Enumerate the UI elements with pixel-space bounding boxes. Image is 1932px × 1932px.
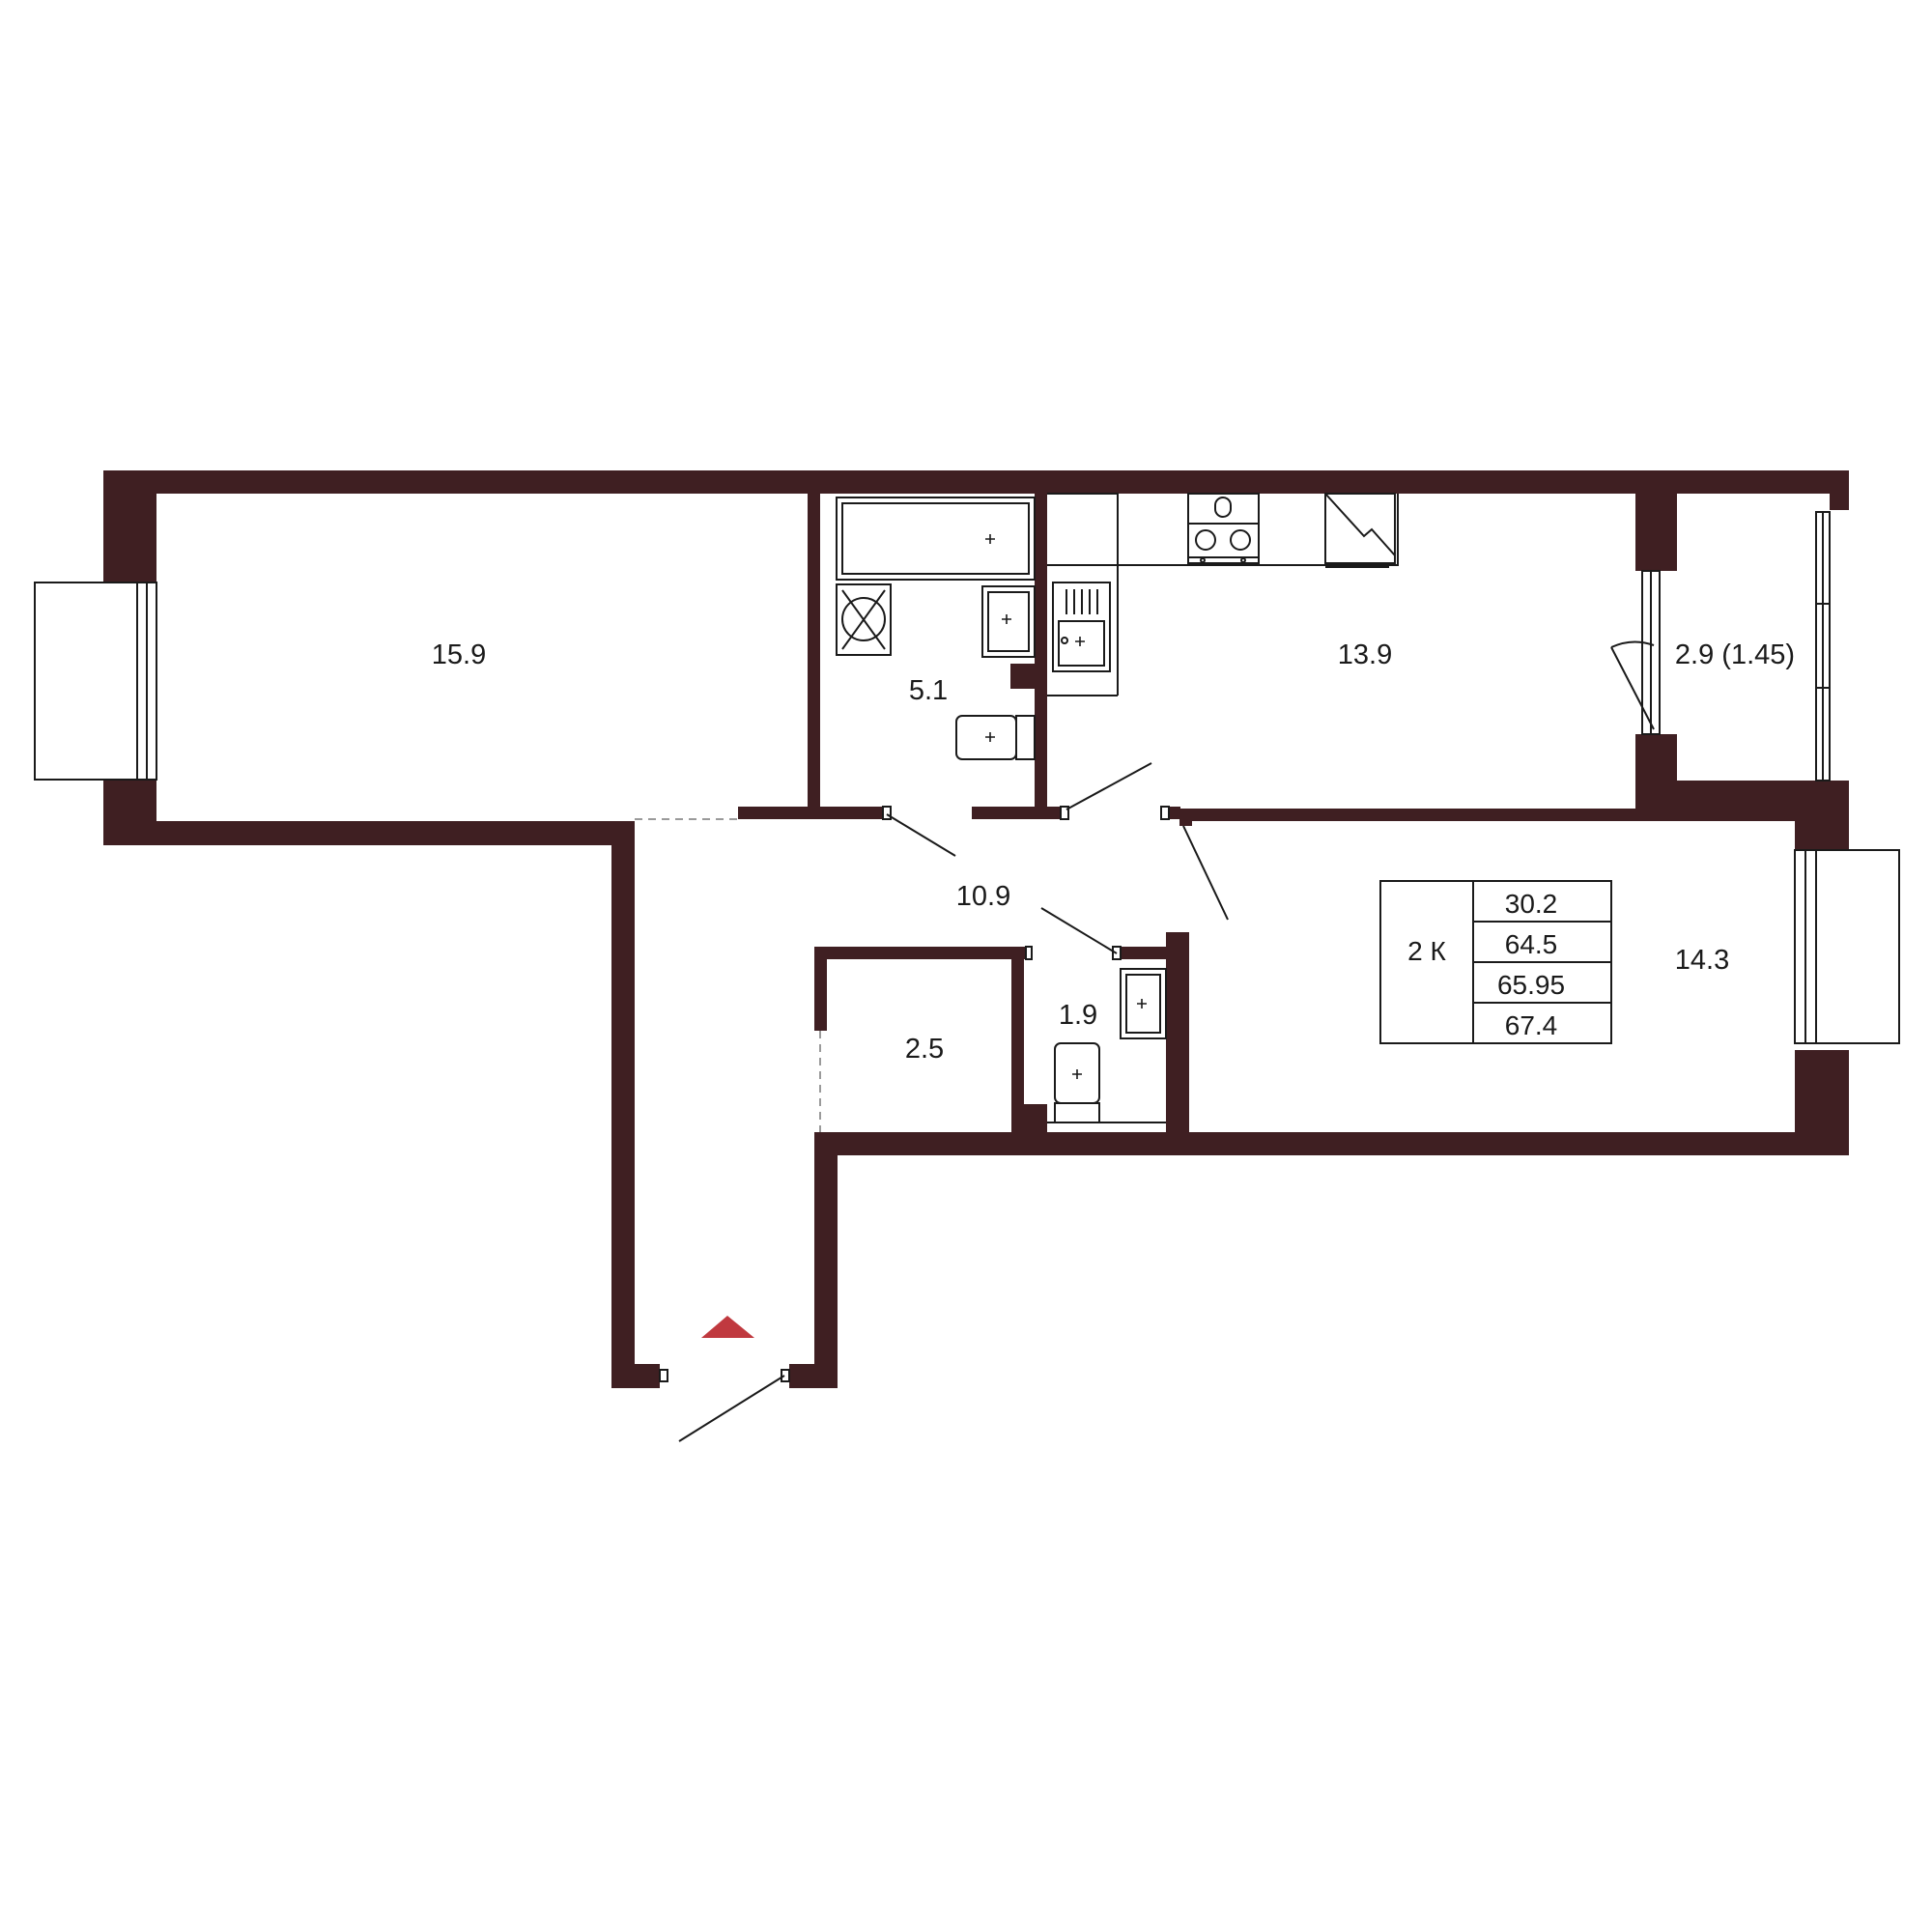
room-area-balcony: 2.9 (1.45) <box>1675 639 1795 670</box>
room-area-bathroom: 5.1 <box>909 675 948 706</box>
wall-bath-notch <box>1010 664 1035 689</box>
wall-bedroom-right-top <box>1179 809 1635 821</box>
wall-corridor-left <box>611 821 635 1388</box>
balcony-door-leaf <box>1610 646 1655 730</box>
room-area-bedroom-right: 14.3 <box>1675 945 1729 976</box>
wall-hall-top-middle <box>972 807 1066 819</box>
door-jamb-left-bedroom <box>882 806 892 820</box>
stove-icon <box>1187 493 1260 564</box>
wall-bedroom-right-door-stub <box>1179 809 1192 826</box>
room-area-kitchen: 13.9 <box>1338 639 1392 670</box>
door-jamb-entrance-right <box>781 1369 790 1382</box>
door-jamb-kitchen <box>1060 806 1069 820</box>
door-left-bedroom-leaf <box>886 813 956 857</box>
total-area-value: 64.5 <box>1505 929 1558 959</box>
wc-toilet-icon <box>1054 1042 1100 1123</box>
bathtub-icon <box>836 497 1036 581</box>
wc-sink-icon <box>1120 968 1167 1039</box>
wall-wc-right <box>1166 932 1189 1151</box>
living-area-value: 30.2 <box>1505 889 1558 919</box>
window-left-bay <box>34 582 148 781</box>
wall-storage-top <box>814 947 1030 959</box>
wall-right-lower <box>1795 1050 1849 1155</box>
door-entrance-leaf <box>678 1375 785 1442</box>
balcony-door-swing <box>1610 640 1655 648</box>
door-jamb-storage <box>1025 946 1033 960</box>
door-jamb-right-bedroom <box>1160 806 1170 820</box>
room-area-wc: 1.9 <box>1059 1000 1097 1031</box>
fridge-icon <box>1324 493 1396 568</box>
room-area-hall: 10.9 <box>956 881 1010 912</box>
walls <box>103 470 1849 1388</box>
room-area-bedroom-left: 15.9 <box>432 639 486 670</box>
area-with-balcony-half-value: 65.95 <box>1497 970 1565 1000</box>
area-summary-table: 2 К 30.2 64.5 65.95 67.4 <box>1379 880 1612 1044</box>
bath-sink-icon <box>981 585 1036 658</box>
wall-partition-bath-left <box>808 494 820 812</box>
wall-storage-left <box>814 947 827 1031</box>
wall-partition-bath-right <box>1035 494 1047 812</box>
wall-storage-right <box>1011 947 1024 1151</box>
wall-balcony-top-pier <box>1635 494 1677 571</box>
door-kitchen-leaf <box>1065 762 1152 810</box>
room-area-storage: 2.5 <box>905 1034 944 1065</box>
door-wc-leaf <box>1040 907 1118 954</box>
wall-top-right-end <box>1830 470 1849 510</box>
wall-bedroom-left-bottom <box>103 821 613 845</box>
ventilation-fan-icon <box>836 583 892 656</box>
area-with-balcony-full-value: 67.4 <box>1505 1010 1558 1040</box>
wall-bottom <box>814 1132 1849 1155</box>
door-right-bedroom-leaf <box>1182 825 1229 921</box>
kitchen-counter <box>1047 493 1399 696</box>
wall-balcony-bottom <box>1635 781 1849 821</box>
entrance-arrow-icon <box>701 1316 754 1338</box>
wall-corridor-right <box>814 1132 838 1388</box>
wall-storage-corner <box>1011 1104 1047 1151</box>
door-jamb-entrance-left <box>659 1369 668 1382</box>
wall-hall-top-right <box>1169 807 1180 819</box>
toilet-icon <box>955 715 1036 760</box>
rooms-count-label: 2 К <box>1407 936 1446 966</box>
sink-icon <box>1052 582 1111 672</box>
wall-left-upper <box>103 470 156 582</box>
windows <box>34 511 1900 1044</box>
doors <box>659 640 1655 1442</box>
wall-entrance-right <box>789 1364 838 1388</box>
wall-hall-top-left <box>738 807 883 819</box>
wall-entrance-left <box>611 1364 660 1388</box>
wall-wc-top <box>1121 947 1179 959</box>
wall-top <box>103 470 1849 494</box>
